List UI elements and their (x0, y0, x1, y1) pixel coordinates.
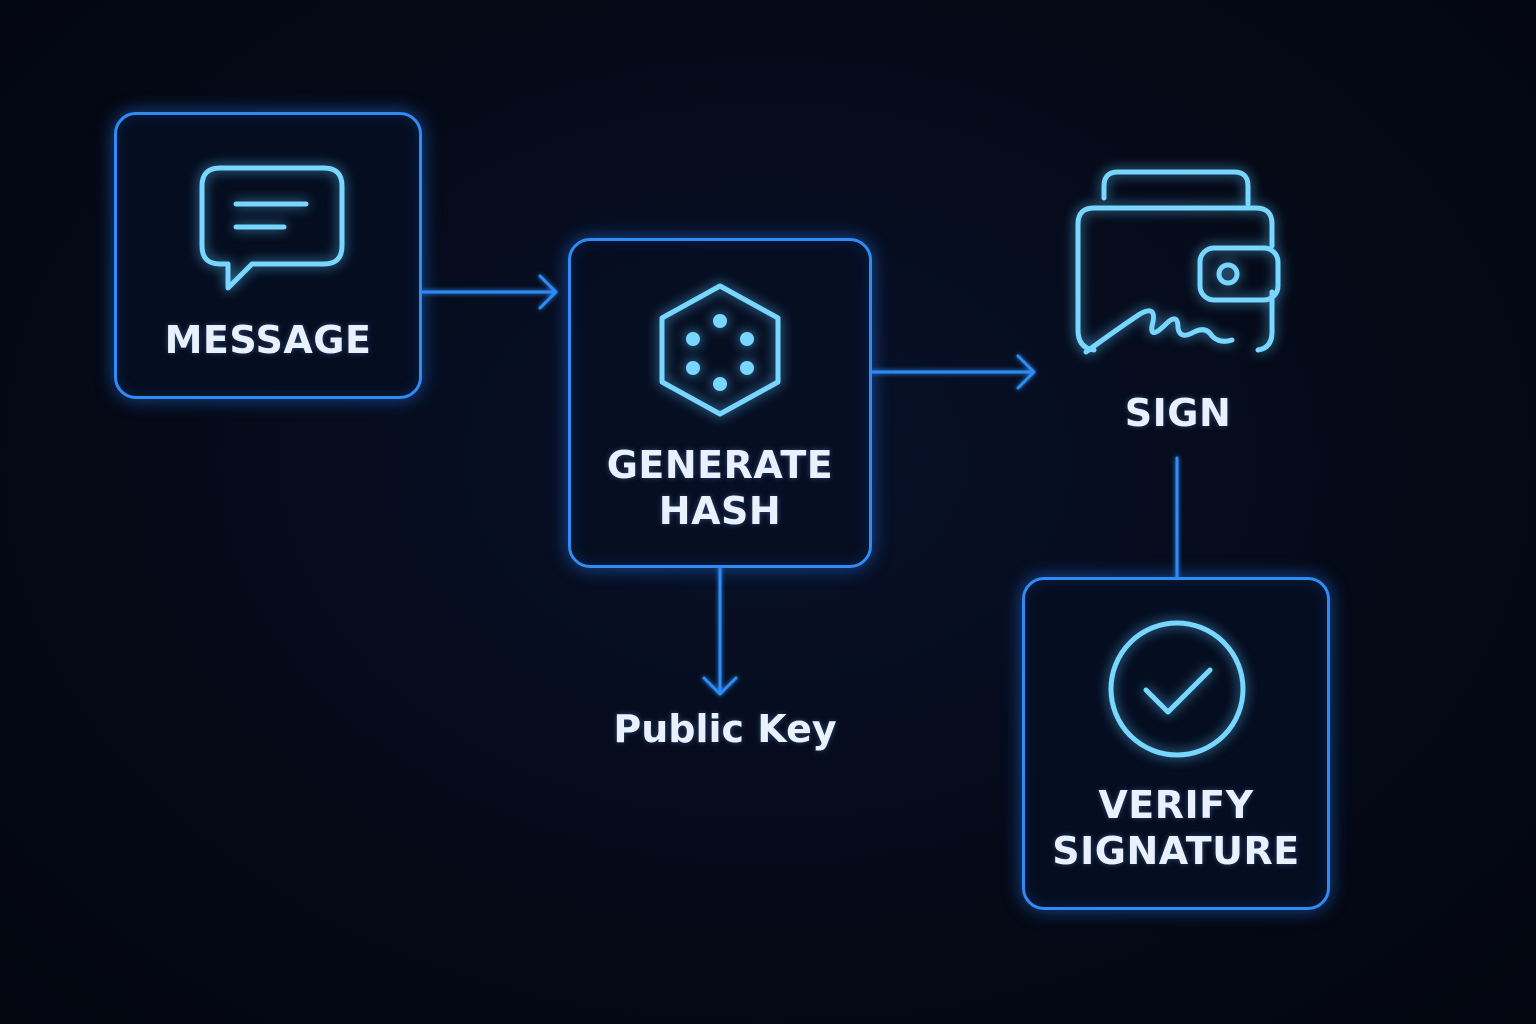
hexagon-dots-icon (659, 283, 781, 417)
verify-signature-node (1022, 577, 1330, 910)
wallet-signature-icon (1075, 169, 1281, 355)
chat-bubble-icon (199, 165, 345, 291)
verify-signature-label-line2: SIGNATURE (1052, 829, 1300, 873)
arrow-message-to-hash (420, 274, 558, 310)
generate-hash-label-line2: HASH (658, 489, 782, 533)
verify-signature-label-line1: VERIFY (1098, 783, 1254, 827)
message-node (114, 112, 422, 399)
public-key-label: Public Key (613, 707, 837, 751)
arrow-hash-to-sign (870, 354, 1036, 390)
generate-hash-node (568, 238, 872, 568)
sign-label: SIGN (1124, 391, 1232, 435)
generate-hash-label: GENERATE HASH (568, 442, 872, 534)
verify-signature-label: VERIFY SIGNATURE (1022, 782, 1330, 874)
check-circle-icon (1108, 620, 1246, 758)
message-label: MESSAGE (164, 318, 372, 362)
generate-hash-label-line1: GENERATE (606, 443, 834, 487)
arrow-hash-to-public-key (702, 566, 738, 696)
